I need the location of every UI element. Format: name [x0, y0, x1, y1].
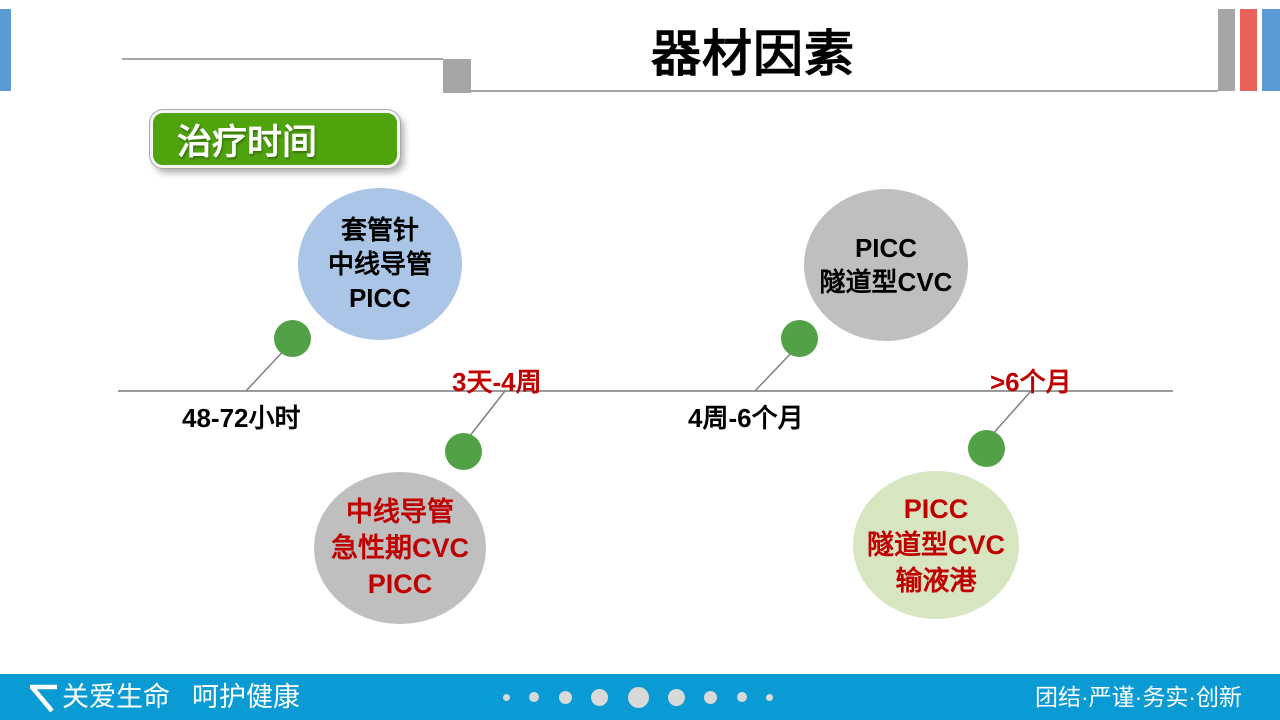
treatment-time-badge: 治疗时间	[150, 110, 400, 168]
node-line: 套管针	[340, 215, 419, 245]
node-catheter-mid-term: PICC 隧道型CVC	[804, 189, 968, 341]
pagination-dot	[736, 692, 747, 702]
pagination-dots	[503, 674, 773, 720]
pagination-dot	[627, 686, 649, 708]
header-line-left	[122, 58, 443, 60]
node-line: 隧道型CVC	[819, 267, 953, 297]
node-catheter-short-term: 套管针 中线导管 PICC	[298, 188, 462, 340]
pagination-dot	[704, 690, 718, 704]
node-line: PICC	[854, 233, 918, 263]
timeline-marker-dot	[781, 320, 818, 357]
node-line: 输液港	[895, 566, 977, 596]
timeline-label-48-72h: 48-72小时	[182, 403, 301, 433]
timeline-axis	[118, 390, 1173, 392]
timeline-label-3d-4w: 3天-4周	[452, 367, 542, 397]
pagination-dot	[558, 690, 572, 704]
accent-bar-right-gray	[1218, 9, 1235, 91]
pagination-dot	[591, 688, 609, 706]
timeline-marker-dot	[968, 430, 1005, 467]
node-line: 中线导管	[327, 249, 432, 279]
header-line-right	[471, 90, 1218, 92]
pagination-dot	[766, 693, 773, 701]
accent-bar-right-red	[1240, 9, 1257, 91]
page-title: 器材因素	[651, 26, 855, 82]
accent-bar-right-blue	[1262, 9, 1280, 91]
treatment-time-badge-label: 治疗时间	[177, 122, 318, 162]
arrow-up-left-icon	[30, 684, 57, 713]
pagination-dot	[503, 693, 510, 701]
timeline-label-over-6m: >6个月	[990, 367, 1072, 397]
footer-slogan-left-2: 呵护健康	[192, 682, 300, 712]
pagination-dot	[529, 692, 540, 702]
footer-slogan-left: 关爱生命呵护健康	[62, 674, 300, 720]
accent-bar-left-blue	[0, 9, 11, 91]
header-square	[443, 59, 471, 93]
node-line: 中线导管	[346, 497, 454, 527]
footer-slogan-left-1: 关爱生命	[62, 682, 170, 712]
connector-line	[754, 348, 796, 392]
footer-slogan-right: 团结·严谨·务实·创新	[1035, 684, 1242, 710]
node-catheter-long-term: PICC 隧道型CVC 输液港	[853, 471, 1019, 619]
timeline-marker-dot	[445, 433, 482, 470]
timeline-label-4w-6m: 4周-6个月	[688, 403, 804, 433]
node-catheter-3d-4w: 中线导管 急性期CVC PICC	[314, 472, 486, 624]
node-line: PICC	[367, 569, 433, 599]
pagination-dot	[667, 688, 685, 706]
timeline-marker-dot	[274, 320, 311, 357]
node-line: 隧道型CVC	[866, 530, 1005, 560]
node-line: PICC	[348, 283, 412, 313]
node-line: 急性期CVC	[330, 533, 469, 563]
node-line: PICC	[903, 494, 969, 524]
